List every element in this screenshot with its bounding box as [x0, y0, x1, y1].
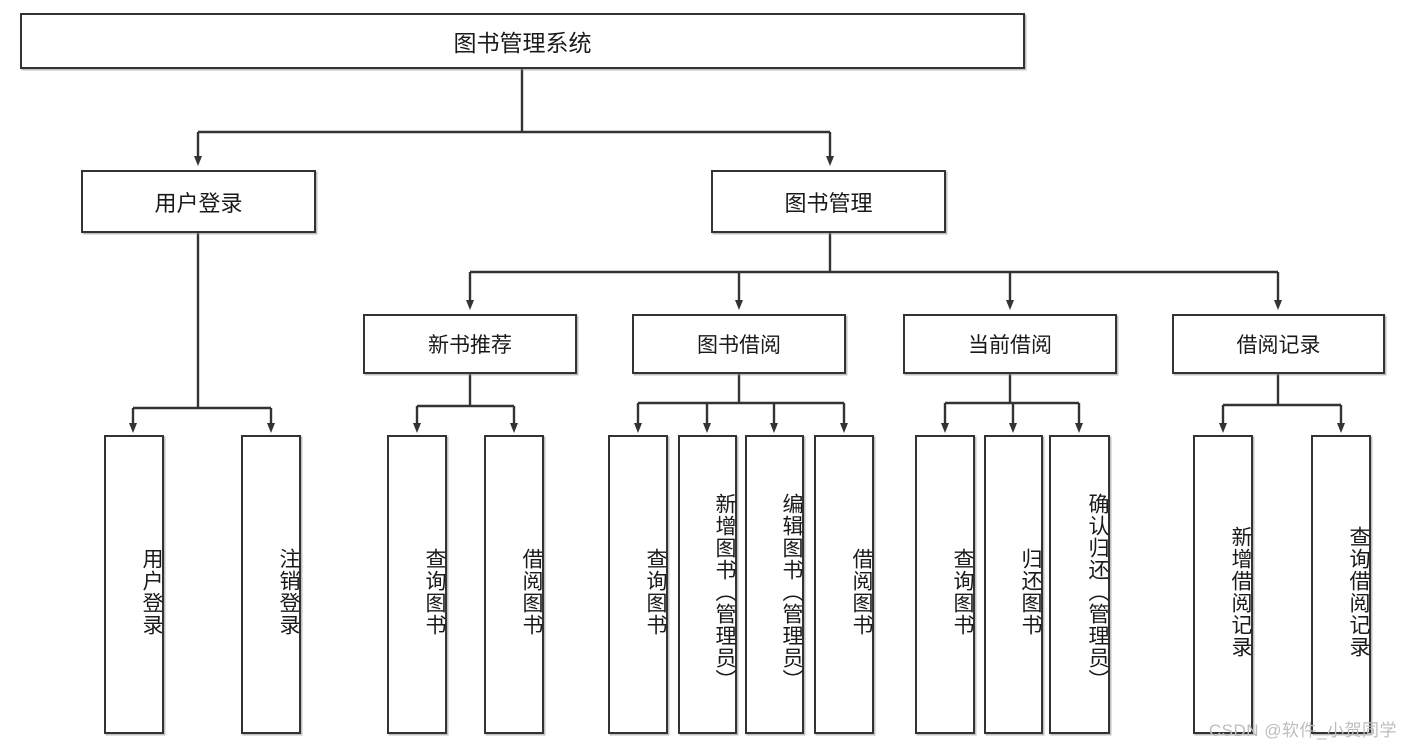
node-user-login[interactable]: 用户登录: [81, 170, 316, 233]
node-leaf-confirm-return-label: 确认归还（管理员）: [1086, 492, 1109, 691]
node-current-borrow[interactable]: 当前借阅: [903, 314, 1117, 374]
node-leaf-borrow-book-2-label: 借阅图书: [850, 547, 873, 636]
node-leaf-return-book[interactable]: 归还图书: [984, 435, 1043, 734]
node-leaf-query-book-1[interactable]: 查询图书: [387, 435, 447, 734]
node-leaf-edit-book[interactable]: 编辑图书（管理员）: [745, 435, 804, 734]
node-leaf-add-record[interactable]: 新增借阅记录: [1193, 435, 1253, 734]
node-leaf-return-book-label: 归还图书: [1019, 547, 1042, 636]
node-root[interactable]: 图书管理系统: [20, 13, 1025, 69]
node-leaf-borrow-book-1-label: 借阅图书: [520, 547, 543, 636]
node-leaf-borrow-book-1[interactable]: 借阅图书: [484, 435, 544, 734]
node-book-borrow[interactable]: 图书借阅: [632, 314, 846, 374]
node-leaf-query-record-label: 查询借阅记录: [1347, 525, 1370, 658]
node-leaf-query-book-1-label: 查询图书: [423, 547, 446, 636]
node-root-label: 图书管理系统: [453, 30, 592, 56]
node-current-borrow-label: 当前借阅: [968, 334, 1052, 357]
node-leaf-add-book[interactable]: 新增图书（管理员）: [678, 435, 737, 734]
node-borrow-record[interactable]: 借阅记录: [1172, 314, 1385, 374]
node-leaf-query-book-2-label: 查询图书: [644, 547, 667, 636]
node-book-management[interactable]: 图书管理: [711, 170, 946, 233]
node-book-management-label: 图书管理: [784, 190, 873, 216]
node-borrow-record-label: 借阅记录: [1236, 334, 1321, 357]
node-leaf-user-login[interactable]: 用户登录: [104, 435, 164, 734]
node-leaf-query-book-2[interactable]: 查询图书: [608, 435, 668, 734]
node-leaf-logout-label: 注销登录: [277, 547, 300, 636]
node-leaf-add-book-label: 新增图书（管理员）: [713, 492, 736, 691]
node-leaf-query-book-3[interactable]: 查询图书: [915, 435, 975, 734]
node-leaf-user-login-label: 用户登录: [140, 547, 163, 636]
node-user-login-label: 用户登录: [154, 190, 243, 216]
node-leaf-query-record[interactable]: 查询借阅记录: [1311, 435, 1371, 734]
node-new-book-recommend[interactable]: 新书推荐: [363, 314, 577, 374]
watermark: CSDN @软件_小贺同学: [1208, 721, 1397, 740]
node-leaf-borrow-book-2[interactable]: 借阅图书: [814, 435, 874, 734]
node-book-borrow-label: 图书借阅: [697, 334, 781, 357]
node-leaf-confirm-return[interactable]: 确认归还（管理员）: [1049, 435, 1110, 734]
node-leaf-edit-book-label: 编辑图书（管理员）: [780, 492, 803, 691]
node-new-book-recommend-label: 新书推荐: [428, 334, 512, 357]
node-leaf-add-record-label: 新增借阅记录: [1229, 525, 1252, 658]
node-leaf-query-book-3-label: 查询图书: [951, 547, 974, 636]
node-leaf-logout[interactable]: 注销登录: [241, 435, 301, 734]
